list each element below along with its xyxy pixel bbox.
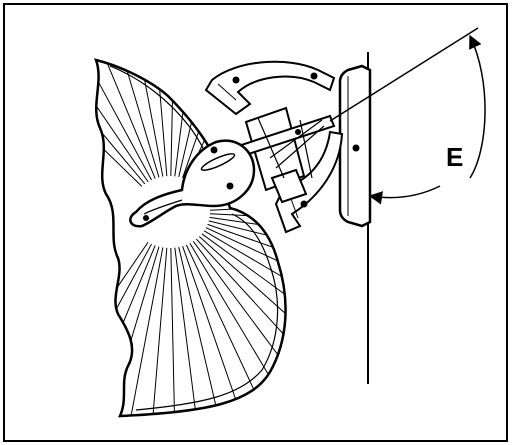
fan-rib: [201, 233, 286, 362]
fan-rib: [207, 223, 286, 298]
angle-reference: [329, 27, 486, 205]
angle-label: E: [446, 142, 463, 172]
hub-screw-icon: [210, 146, 218, 154]
fan-rib: [96, 241, 149, 416]
fan-rib: [192, 240, 286, 414]
fan-rib: [96, 60, 149, 183]
hub-screw-icon: [226, 182, 234, 190]
fan-rib: [209, 213, 286, 225]
fan-rib: [96, 60, 146, 185]
fan-rib: [170, 247, 176, 416]
hub-plate: [129, 139, 256, 228]
fan-rib: [196, 238, 286, 398]
fan-rib: [178, 247, 228, 416]
fan-rib: [148, 247, 168, 416]
fan-rib: [209, 199, 286, 211]
fan-rib: [203, 230, 286, 342]
fan-rib: [123, 247, 164, 416]
fan-rib: [96, 60, 156, 179]
fan-rib: [174, 247, 202, 416]
fan-rib: [208, 220, 286, 274]
hub-screw-icon: [143, 215, 149, 221]
yoke-screws: [232, 72, 318, 208]
outer-border: [3, 3, 508, 442]
fan-rib: [198, 236, 286, 381]
fan-rib: [205, 227, 286, 320]
fan-rib: [96, 60, 152, 181]
bracket-screw-icon: [352, 144, 360, 152]
wall-bracket: [338, 64, 372, 228]
fan-rib: [96, 60, 143, 187]
fan-rib: [97, 60, 160, 178]
hub-slot: [200, 153, 236, 171]
linkage-lines: [257, 117, 325, 179]
